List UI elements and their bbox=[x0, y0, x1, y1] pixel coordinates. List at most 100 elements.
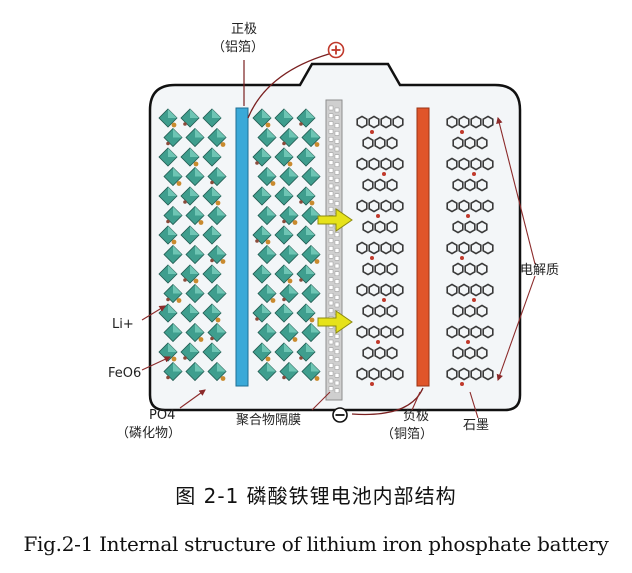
graphite-layer-unit bbox=[452, 304, 488, 318]
separator-pore bbox=[334, 248, 340, 253]
graphite-label: 石墨 bbox=[463, 418, 490, 433]
graphite-layer-unit bbox=[356, 199, 404, 218]
lifepo4-crystal-unit bbox=[252, 108, 272, 128]
graphite-layer-unit bbox=[356, 367, 404, 386]
negative-label-leader bbox=[411, 391, 421, 411]
separator-pore bbox=[328, 113, 334, 119]
figure-caption-chinese: 图 2-1 磷酸铁锂电池内部结构 bbox=[175, 484, 457, 508]
lifepo4-crystal-unit bbox=[202, 147, 222, 167]
graphite-layer-unit bbox=[446, 325, 494, 344]
lifepo4-crystal-unit bbox=[257, 283, 277, 304]
graphite-layer-unit bbox=[446, 367, 494, 386]
lifepo4-crystal-unit bbox=[158, 147, 178, 167]
graphite-layer-unit bbox=[446, 241, 494, 260]
lifepo4-crystal-unit bbox=[279, 283, 299, 304]
lifepo4-crystal-unit bbox=[158, 186, 178, 206]
graphite-layer-unit bbox=[356, 325, 404, 344]
graphite-layer-unit bbox=[452, 346, 488, 360]
lifepo4-crystal-unit bbox=[301, 166, 321, 187]
lifepo4-crystal-unit bbox=[257, 322, 277, 343]
lifepo4-crystal-unit bbox=[301, 322, 321, 343]
lifepo4-crystal-unit bbox=[158, 225, 178, 245]
separator-pore bbox=[328, 300, 334, 306]
lifepo4-crystal-unit bbox=[252, 342, 272, 362]
separator-pore bbox=[334, 123, 340, 128]
anode-graphite-region bbox=[356, 115, 494, 386]
separator-pore bbox=[334, 341, 340, 347]
lifepo4-crystal-unit bbox=[207, 283, 227, 304]
phosphide-label: （磷化物） bbox=[116, 426, 182, 441]
graphite-layer-unit bbox=[446, 115, 494, 134]
separator-pore bbox=[328, 293, 334, 298]
separator-pore bbox=[334, 380, 340, 386]
lifepo4-crystal-unit bbox=[279, 322, 299, 343]
lifepo4-crystal-unit bbox=[274, 186, 294, 206]
separator-pore bbox=[334, 193, 340, 199]
lifepo4-crystal-unit bbox=[252, 186, 272, 206]
graphite-layer-unit bbox=[446, 157, 494, 176]
separator-pore bbox=[328, 160, 334, 165]
separator-pore bbox=[334, 365, 340, 370]
separator-pore bbox=[328, 308, 334, 313]
lifepo4-crystal-unit bbox=[163, 283, 183, 304]
positive-terminal-icon bbox=[327, 41, 345, 59]
lifepo4-crystal-unit bbox=[279, 361, 299, 382]
separator-pore bbox=[334, 263, 340, 269]
lifepo4-crystal-unit bbox=[301, 283, 321, 304]
lifepo4-crystal-unit bbox=[158, 342, 178, 362]
lifepo4-crystal-unit bbox=[296, 342, 316, 362]
positive-terminal-wire bbox=[247, 51, 337, 119]
separator-pore bbox=[334, 295, 340, 300]
separator-pore bbox=[328, 136, 334, 142]
graphite-layer-unit bbox=[362, 136, 398, 150]
graphite-layer-unit bbox=[452, 220, 488, 234]
graphite-layer-unit bbox=[452, 178, 488, 192]
separator-pore bbox=[328, 347, 334, 352]
graphite-layer-unit bbox=[356, 283, 404, 302]
separator-pore bbox=[328, 386, 334, 391]
lifepo4-crystal-unit bbox=[185, 205, 205, 226]
separator-pore bbox=[328, 144, 334, 150]
separator-pore bbox=[328, 191, 334, 197]
negative-terminal-wire bbox=[351, 387, 424, 416]
lifepo4-crystal-unit bbox=[163, 127, 183, 148]
separator-pore bbox=[328, 332, 334, 337]
separator-pore bbox=[334, 115, 340, 121]
lifepo4-crystal-unit bbox=[202, 342, 222, 362]
li-ion-label: Li+ bbox=[112, 317, 134, 332]
graphite-layer-unit bbox=[362, 178, 398, 192]
lifepo4-crystal-unit bbox=[207, 166, 227, 187]
separator-pore bbox=[334, 256, 340, 261]
po4-leader bbox=[179, 389, 206, 409]
lifepo4-crystal-unit bbox=[296, 225, 316, 245]
battery-diagram bbox=[141, 41, 536, 423]
lifepo4-crystal-unit bbox=[296, 186, 316, 206]
separator-pore bbox=[334, 240, 340, 245]
copper-foil-collector bbox=[416, 107, 430, 387]
lifepo4-crystal-unit bbox=[301, 244, 321, 265]
lifepo4-crystal-unit bbox=[252, 303, 272, 323]
lifepo4-crystal-unit bbox=[207, 322, 227, 343]
separator-pore bbox=[334, 279, 340, 284]
feo6-label: FeO6 bbox=[108, 366, 142, 381]
separator-pore bbox=[334, 302, 340, 308]
lifepo4-crystal-unit bbox=[158, 108, 178, 128]
lifepo4-crystal-unit bbox=[163, 166, 183, 187]
separator-pore bbox=[334, 177, 340, 183]
lifepo4-crystal-unit bbox=[257, 166, 277, 187]
lifepo4-crystal-unit bbox=[207, 127, 227, 148]
separator-pore bbox=[334, 232, 340, 238]
lifepo4-crystal-unit bbox=[252, 264, 272, 284]
lifepo4-crystal-unit bbox=[279, 244, 299, 265]
lifepo4-crystal-unit bbox=[202, 186, 222, 206]
graphite-layer-unit bbox=[446, 283, 494, 302]
separator-pore bbox=[328, 285, 334, 290]
lifepo4-crystal-unit bbox=[279, 127, 299, 148]
graphite-layer-unit bbox=[362, 346, 398, 360]
separator-pore bbox=[328, 339, 334, 345]
ion-flow-arrow bbox=[317, 310, 353, 334]
lifepo4-crystal-unit bbox=[185, 322, 205, 343]
lifepo4-crystal-unit bbox=[185, 244, 205, 265]
lifepo4-crystal-unit bbox=[274, 264, 294, 284]
lifepo4-crystal-unit bbox=[274, 342, 294, 362]
